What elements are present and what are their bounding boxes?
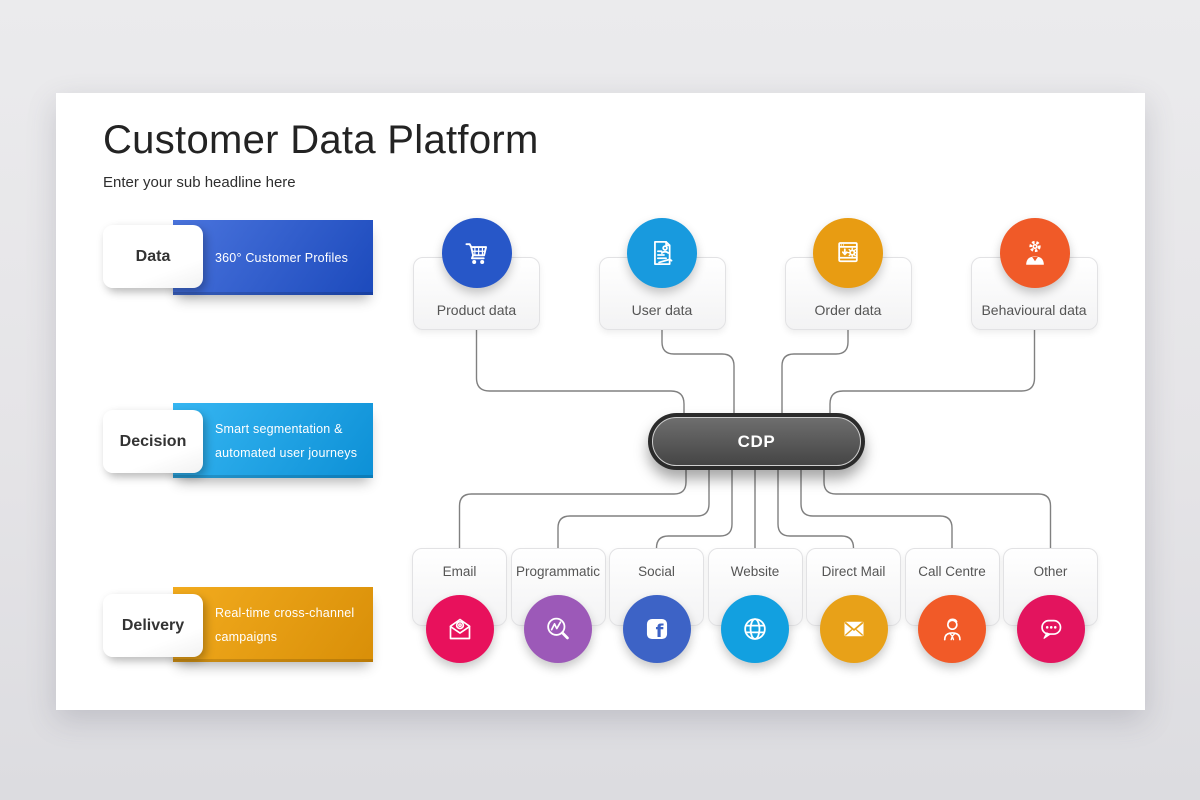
- order-download-icon: [838, 242, 858, 263]
- cdp-label: CDP: [737, 431, 776, 451]
- channel-circle-other: [1016, 595, 1085, 663]
- cdp-hub-inner: CDP: [652, 417, 861, 466]
- stage-description: Real-time cross-channel campaigns: [215, 605, 355, 644]
- channel-label: Call Centre: [918, 564, 986, 579]
- facebook-icon: f: [646, 618, 667, 642]
- chart-magnifier-icon: [547, 617, 569, 640]
- stage-label-text: Decision: [119, 432, 187, 450]
- globe-icon: [744, 618, 766, 640]
- channel-label: Other: [1033, 564, 1068, 579]
- cdp-hub: CDP: [648, 413, 865, 470]
- stage-description: 360° Customer Profiles: [215, 250, 349, 265]
- source-circle-product-data: [441, 218, 512, 288]
- source-circle-behavioural-data: [999, 218, 1070, 288]
- channel-circle-social: f: [622, 595, 691, 663]
- stage-bar-delivery: Real-time cross-channel campaigns: [173, 587, 373, 662]
- chat-bubble-icon: [1040, 619, 1061, 639]
- page-subtitle: Enter your sub headline here: [103, 174, 296, 191]
- stage-label-text: Data: [135, 247, 171, 265]
- svg-text:f: f: [655, 621, 663, 642]
- stage-label-data: Data: [103, 225, 203, 288]
- page-title: Customer Data Platform: [103, 118, 539, 162]
- call-agent-icon: [943, 618, 961, 641]
- user-gear-icon: [1025, 240, 1044, 265]
- channel-circle-call-centre: [918, 595, 986, 663]
- source-circle-user-data: [627, 218, 697, 288]
- channel-circle-programmatic: [524, 595, 592, 663]
- channel-label: Website: [730, 564, 780, 579]
- stage-bar-data: 360° Customer Profiles: [173, 220, 373, 295]
- channel-label: Direct Mail: [821, 564, 886, 579]
- source-label: Behavioural data: [981, 302, 1087, 318]
- open-email-icon: [449, 618, 470, 640]
- stage-label-delivery: Delivery: [103, 594, 203, 657]
- channel-label: Programmatic: [515, 564, 601, 579]
- channel-label: Email: [442, 564, 477, 579]
- shopping-cart-icon: [464, 243, 487, 264]
- source-label: Product data: [436, 302, 517, 318]
- channel-circle-website: [721, 595, 789, 663]
- channel-circle-email: [425, 595, 494, 663]
- stage-label-text: Delivery: [121, 616, 185, 634]
- source-label: User data: [631, 302, 693, 318]
- envelope-icon: [844, 621, 863, 637]
- source-label: Order data: [814, 302, 882, 318]
- stage-bar-decision: Smart segmentation & automated user jour…: [173, 403, 373, 478]
- user-document-icon: [654, 240, 673, 266]
- channel-label: Social: [638, 564, 675, 579]
- source-circle-order-data: [813, 218, 883, 288]
- channel-circle-direct-mail: [819, 595, 888, 663]
- stage-label-decision: Decision: [103, 410, 203, 473]
- stage-description: Smart segmentation & automated user jour…: [215, 421, 358, 460]
